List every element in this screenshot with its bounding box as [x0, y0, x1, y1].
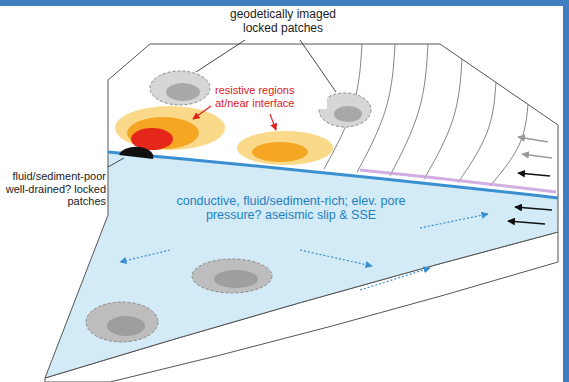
leader-arrow	[193, 106, 211, 119]
label-holder: geodetically imaged locked patches	[215, 8, 351, 36]
motion-arrow	[522, 154, 552, 158]
locked-patch	[150, 71, 210, 105]
slip-arrow	[420, 214, 488, 228]
motion-arrow	[518, 137, 548, 142]
region-label: conductive, fluid/sediment-rich; elev. p…	[175, 194, 407, 223]
motion-arrow	[508, 221, 545, 224]
resistive-region	[127, 117, 199, 149]
slip-arrow	[300, 250, 372, 266]
callout-label: resistive regions at/near interface	[215, 84, 327, 109]
surface-line	[458, 82, 496, 182]
motion-arrow	[518, 173, 550, 176]
locked-patch	[107, 316, 145, 336]
callout-label: geodetically imaged locked patches	[215, 8, 351, 36]
plate-interface	[108, 152, 558, 198]
locked-patch	[214, 270, 258, 288]
locked-patch	[119, 147, 153, 159]
resistive-region	[131, 128, 173, 150]
resistive-region	[115, 106, 225, 150]
label-holder: conductive, fluid/sediment-rich; elev. p…	[175, 194, 407, 223]
upper-plate	[108, 44, 558, 198]
locked-patch	[192, 259, 272, 293]
callout-label: fluid/sediment-poor well-drained? locked…	[2, 170, 106, 208]
frame-band	[563, 0, 569, 382]
leader-line	[196, 40, 245, 72]
locked-patch	[86, 302, 158, 342]
surface-lines	[324, 44, 528, 186]
surface-line	[390, 44, 428, 176]
slip-arrow	[360, 268, 430, 290]
conductive-band	[360, 170, 556, 192]
leader-line	[108, 158, 124, 167]
motion-arrow	[515, 207, 552, 210]
resistive-region	[252, 142, 308, 162]
label-holder: fluid/sediment-poor well-drained? locked…	[2, 170, 106, 208]
surface-line	[424, 59, 462, 179]
frame-band	[0, 0, 569, 6]
locked-patch	[334, 106, 362, 122]
slip-arrow	[120, 250, 170, 262]
resistive-region	[237, 131, 333, 165]
label-holder: resistive regions at/near interface	[215, 84, 327, 109]
leader-arrow	[270, 114, 276, 130]
locked-patch	[166, 83, 200, 101]
